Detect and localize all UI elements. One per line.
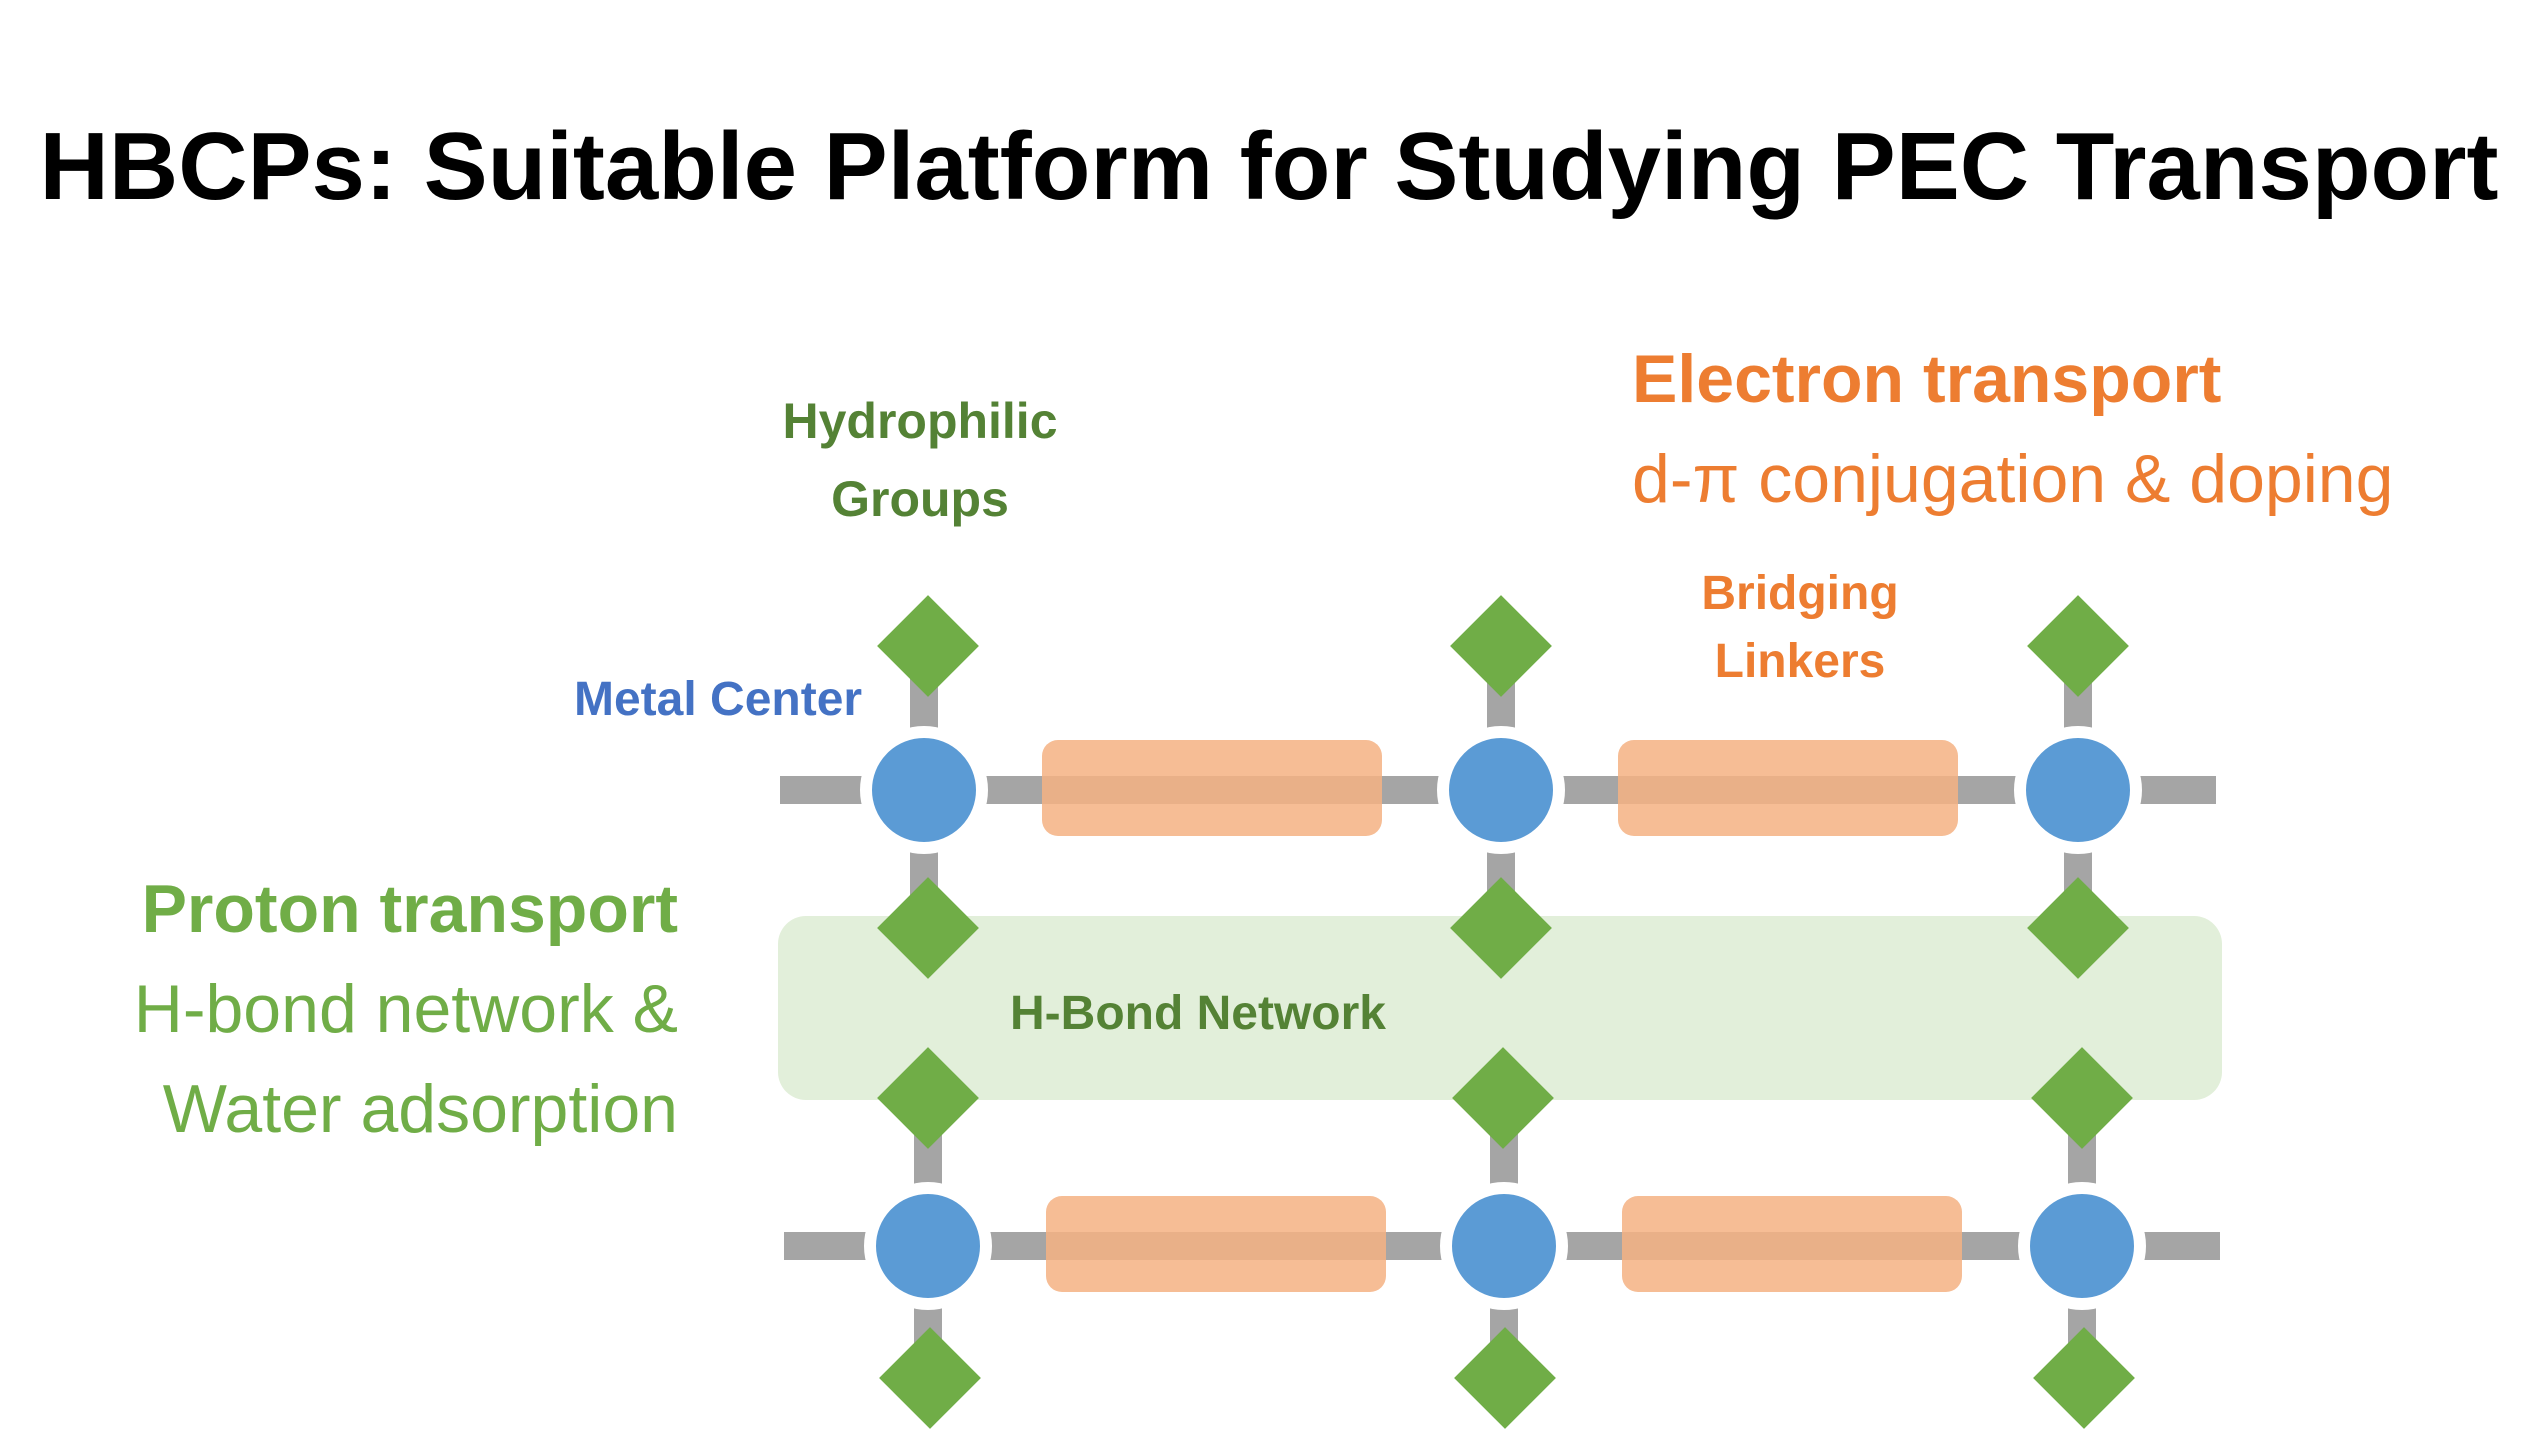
hydrophilic-group-icon <box>2027 877 2129 979</box>
hydrophilic-group-icon <box>1454 1327 1556 1429</box>
metal-center-node <box>864 1182 992 1310</box>
metal-center-node <box>860 726 988 854</box>
slide-title: HBCPs: Suitable Platform for Studying PE… <box>39 113 2499 220</box>
bridging-linker <box>1042 740 1382 836</box>
hydrophilic-group-icon <box>879 1327 981 1429</box>
bridging-linkers-label-line2: Linkers <box>1714 635 1886 688</box>
hydrophilic-groups-label-line1: Hydrophilic <box>782 393 1058 449</box>
bridging-linker <box>1622 1196 1962 1292</box>
hydrophilic-group-icon <box>2033 1327 2135 1429</box>
hydrophilic-group-icon <box>1452 1047 1554 1149</box>
hydrophilic-group-icon <box>2027 595 2129 697</box>
hydrophilic-group-icon <box>877 595 979 697</box>
proton-transport-subtitle-line1: H-bond network & <box>133 971 678 1047</box>
proton-transport-heading: Proton transport <box>141 871 678 947</box>
hydrophilic-group-icon <box>1450 877 1552 979</box>
proton-transport-subtitle-line2: Water adsorption <box>162 1071 678 1147</box>
bridging-linkers-label-line1: Bridging <box>1701 567 1899 620</box>
metal-center-node <box>1440 1182 1568 1310</box>
hydrophilic-group-icon <box>1450 595 1552 697</box>
hydrophilic-groups-label-line2: Groups <box>831 471 1009 527</box>
hbond-network-label: H-Bond Network <box>1010 987 1386 1040</box>
electron-transport-subtitle: d-π conjugation & doping <box>1632 441 2394 517</box>
hydrophilic-group-icon <box>877 1047 979 1149</box>
hbond-network-band <box>778 916 2222 1100</box>
bridging-linker <box>1618 740 1958 836</box>
electron-transport-heading: Electron transport <box>1632 341 2222 417</box>
metal-center-node <box>1437 726 1565 854</box>
metal-center-label: Metal Center <box>574 673 863 726</box>
metal-center-node <box>2018 1182 2146 1310</box>
metal-center-node <box>2014 726 2142 854</box>
bridging-linker <box>1046 1196 1386 1292</box>
hydrophilic-group-icon <box>2031 1047 2133 1149</box>
